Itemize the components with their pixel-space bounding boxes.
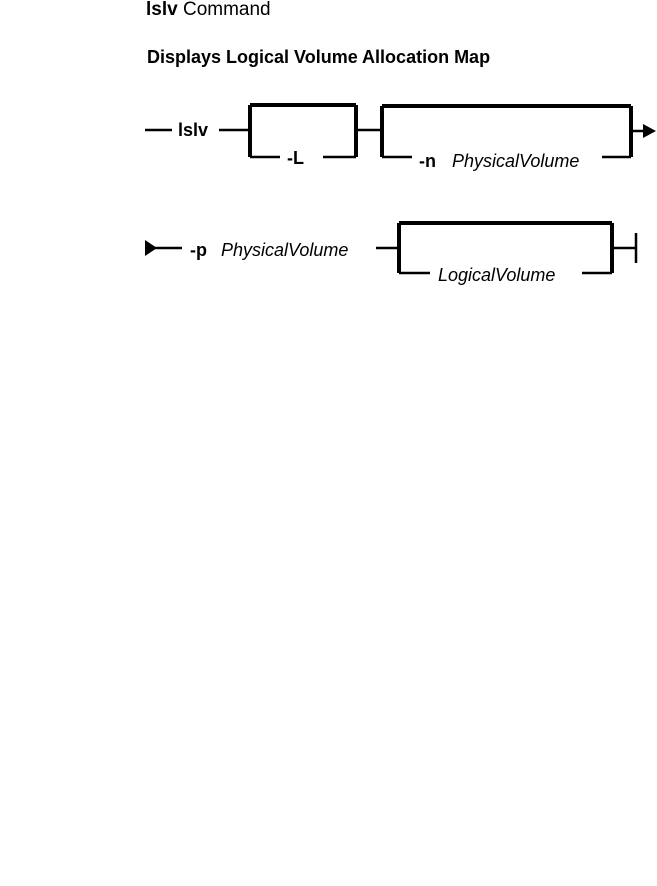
continuation-start-arrow-icon (145, 240, 157, 256)
logical-volume-arg: LogicalVolume (438, 265, 555, 285)
flag-n: -n (419, 151, 436, 171)
command-keyword: lslv (178, 120, 208, 140)
p-arg-physical-volume: PhysicalVolume (221, 240, 348, 260)
n-arg-physical-volume: PhysicalVolume (452, 151, 579, 171)
page-title: lslv Command (146, 0, 271, 21)
continuation-arrow-icon (643, 124, 656, 138)
flag-L: -L (287, 148, 304, 168)
flag-p: -p (190, 240, 207, 260)
command-suffix: Command (182, 0, 271, 20)
command-name: lslv (146, 0, 178, 20)
page-subtitle: Displays Logical Volume Allocation Map (147, 47, 491, 67)
